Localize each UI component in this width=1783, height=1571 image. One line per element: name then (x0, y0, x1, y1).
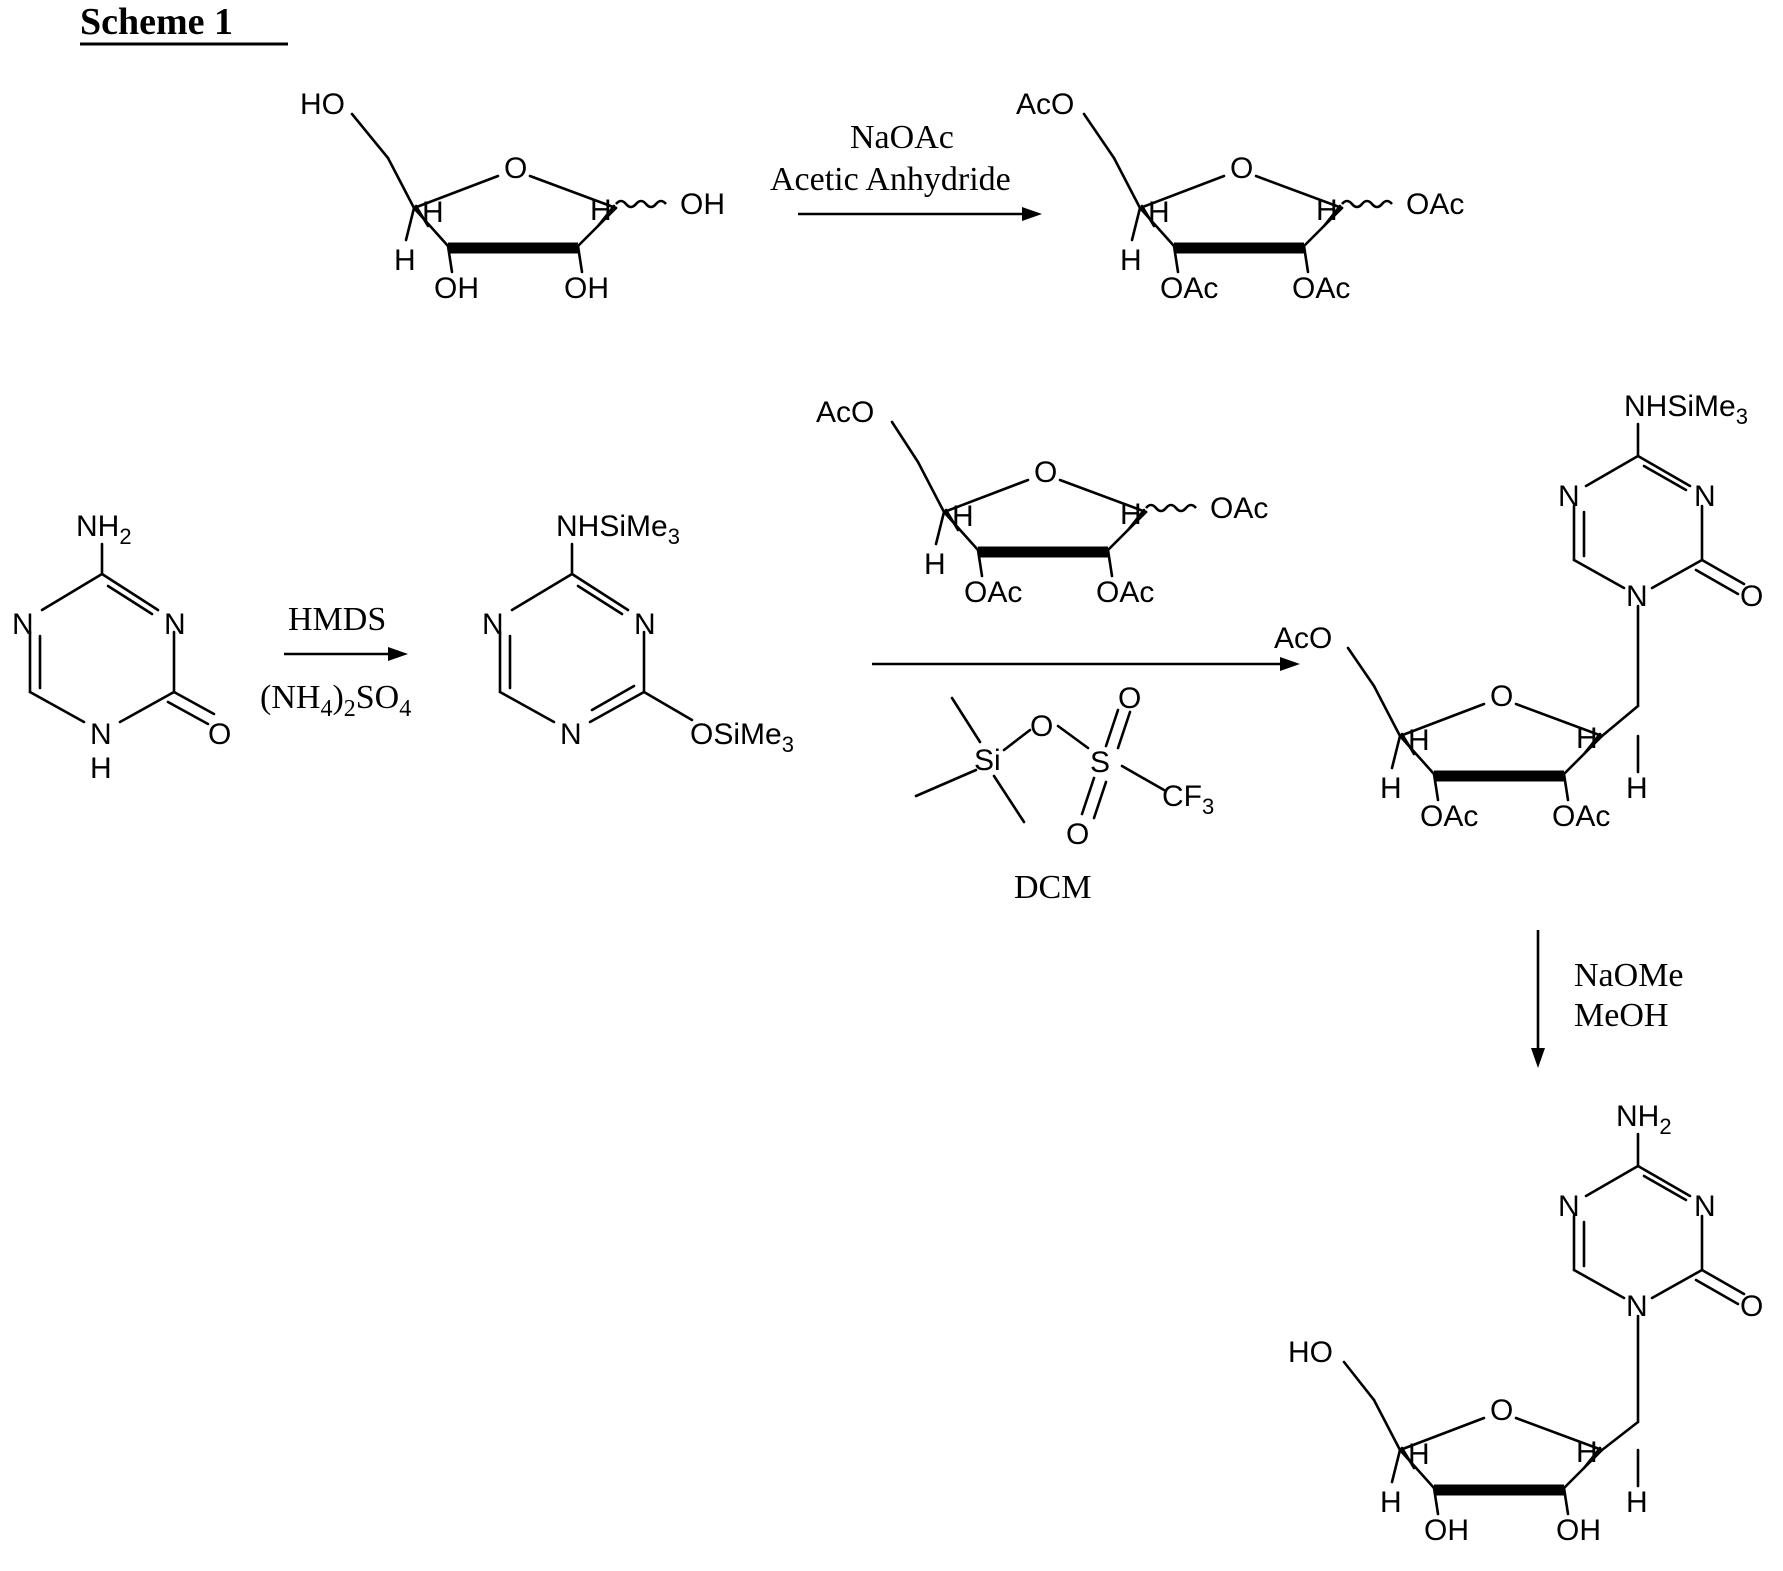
anomeric-oh-label: OH (680, 188, 725, 221)
ring-n-label: N (560, 718, 582, 751)
nh2-label: NH2 (76, 510, 132, 549)
ester-o-label: O (1030, 710, 1053, 743)
oac-label: OAc (1096, 576, 1154, 609)
h-label: H (1576, 722, 1598, 755)
nh2-label: NH2 (1616, 1100, 1672, 1139)
ring-n-label: N (1694, 1190, 1716, 1223)
oh-label: OH (564, 272, 609, 305)
silylated-azacytosine-structure: NHSiMe3 N N N OSiMe3 (482, 510, 794, 757)
ring-oxygen-label: O (1490, 680, 1513, 713)
step4-reagent-naome: NaOMe (1574, 957, 1684, 994)
oh-label: OH (434, 272, 479, 305)
h-label: H (1408, 1438, 1430, 1471)
ring-n1-label: N (1626, 1290, 1648, 1323)
cf3-label: CF3 (1162, 780, 1214, 819)
protected-nucleoside-structure: NHSiMe3 N N N O O AcO H H H H OAc OAc (1274, 390, 1763, 833)
h-label: H (924, 548, 946, 581)
h-label: H (1576, 1436, 1598, 1469)
reagent-tetraacetyl-ribose: O AcO OAc H H H OAc OAc (816, 396, 1268, 609)
step1-reagent-naoac: NaOAc (850, 119, 954, 156)
aco-label: AcO (816, 396, 874, 429)
h-label: H (1380, 1486, 1402, 1519)
ring-nh-label: N (90, 718, 112, 751)
h-label: H (422, 196, 444, 229)
nhsime3-label: NHSiMe3 (556, 510, 680, 549)
ring-oxygen-label: O (504, 152, 527, 185)
aco-label: AcO (1016, 88, 1074, 121)
ring-n-label: N (634, 608, 656, 641)
oac-label: OAc (964, 576, 1022, 609)
carbonyl-o-label: O (1740, 580, 1763, 613)
step1-reagent-acetic-anhydride: Acetic Anhydride (770, 161, 1011, 198)
tetraacetyl-ribose-structure: O AcO OAc H H H OAc OAc (1016, 88, 1464, 305)
step4-reagent-meoh: MeOH (1574, 997, 1668, 1034)
ring-n1-label: N (1626, 580, 1648, 613)
azacytosine-structure: NH2 N N N H O (12, 510, 231, 785)
anomeric-oac-label: OAc (1406, 188, 1464, 221)
oac-label: OAc (1420, 800, 1478, 833)
hydroxymethyl-label: HO (300, 88, 345, 121)
ring-oxygen-label: O (1034, 456, 1057, 489)
ring-n-label: N (164, 608, 186, 641)
carbonyl-o-label: O (208, 718, 231, 751)
anomeric-oac-label: OAc (1210, 492, 1268, 525)
azacitidine-structure: NH2 N N N O O HO H H H H OH OH (1288, 1100, 1763, 1547)
step2-reagent-hmds: HMDS (288, 601, 386, 638)
step3-arrow (872, 657, 1300, 671)
tmsotf-reagent-structure: Si O S O O CF3 (916, 682, 1214, 851)
h-label: H (1626, 772, 1648, 805)
scheme-title: Scheme 1 (80, 1, 233, 43)
ribose-structure: O HO OH H H H OH OH (300, 88, 725, 305)
ring-n-label: N (1694, 480, 1716, 513)
ring-n-label: N (12, 608, 34, 641)
h-label: H (394, 244, 416, 277)
osime3-label: OSiMe3 (690, 718, 794, 757)
h-label: H (952, 500, 974, 533)
ring-oxygen-label: O (1230, 152, 1253, 185)
h-label: H (1380, 772, 1402, 805)
nhsime3-label: NHSiMe3 (1624, 390, 1748, 429)
h-label: H (1408, 724, 1430, 757)
ring-n-label: N (1558, 480, 1580, 513)
ring-n-label: N (482, 608, 504, 641)
carbonyl-o-label: O (1740, 1290, 1763, 1323)
si-label: Si (974, 744, 1001, 777)
h-label: H (1626, 1486, 1648, 1519)
oh-label: OH (1556, 1514, 1601, 1547)
step4-arrow: NaOMe MeOH (1531, 930, 1684, 1068)
sulfonyl-o-label: O (1066, 818, 1089, 851)
step2-reagent-ammonium-sulfate: (NH4)2SO4 (260, 679, 411, 722)
h-label: H (1120, 244, 1142, 277)
ring-nh-h-label: H (90, 752, 112, 785)
oac-label: OAc (1292, 272, 1350, 305)
h-label: H (1316, 194, 1338, 227)
hydroxymethyl-label: HO (1288, 1336, 1333, 1369)
ring-oxygen-label: O (1490, 1394, 1513, 1427)
sulfonyl-o-label: O (1118, 682, 1141, 715)
ring-n-label: N (1558, 1190, 1580, 1223)
oh-label: OH (1424, 1514, 1469, 1547)
step3-solvent-dcm: DCM (1014, 869, 1091, 906)
h-label: H (1120, 498, 1142, 531)
aco-label: AcO (1274, 622, 1332, 655)
h-label: H (590, 194, 612, 227)
s-label: S (1090, 746, 1110, 779)
step2-arrow: HMDS (NH4)2SO4 (260, 601, 411, 722)
step1-arrow: NaOAc Acetic Anhydride (770, 119, 1042, 221)
oac-label: OAc (1160, 272, 1218, 305)
oac-label: OAc (1552, 800, 1610, 833)
h-label: H (1148, 196, 1170, 229)
